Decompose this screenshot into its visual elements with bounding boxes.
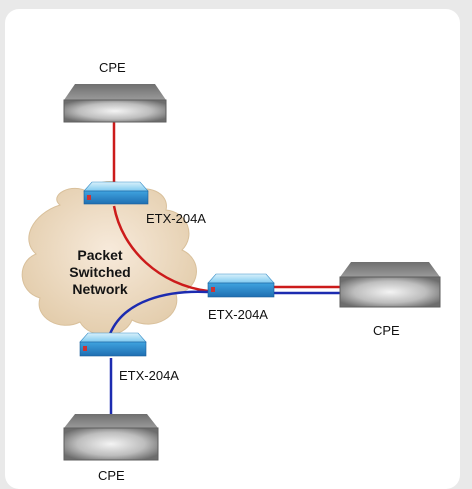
etx-top-label: ETX-204A [146,211,206,226]
etx-top-device [83,181,149,205]
etx-right-label: ETX-204A [208,307,268,322]
etx-bottom-label: ETX-204A [119,368,179,383]
network-label-line1: Packet [77,247,123,263]
network-label: Packet Switched Network [55,247,145,298]
etx-bottom-device [79,332,147,357]
cpe-bottom-label: CPE [98,468,125,483]
links [108,120,340,418]
network-label-line2: Switched [69,264,131,280]
cpe-right-label: CPE [373,323,400,338]
etx-right-device [207,273,275,298]
cpe-right-device [339,262,441,308]
network-label-line3: Network [72,281,128,297]
cpe-top-label: CPE [99,60,126,75]
cpe-bottom-device [63,414,159,461]
cpe-top-device [63,84,167,123]
